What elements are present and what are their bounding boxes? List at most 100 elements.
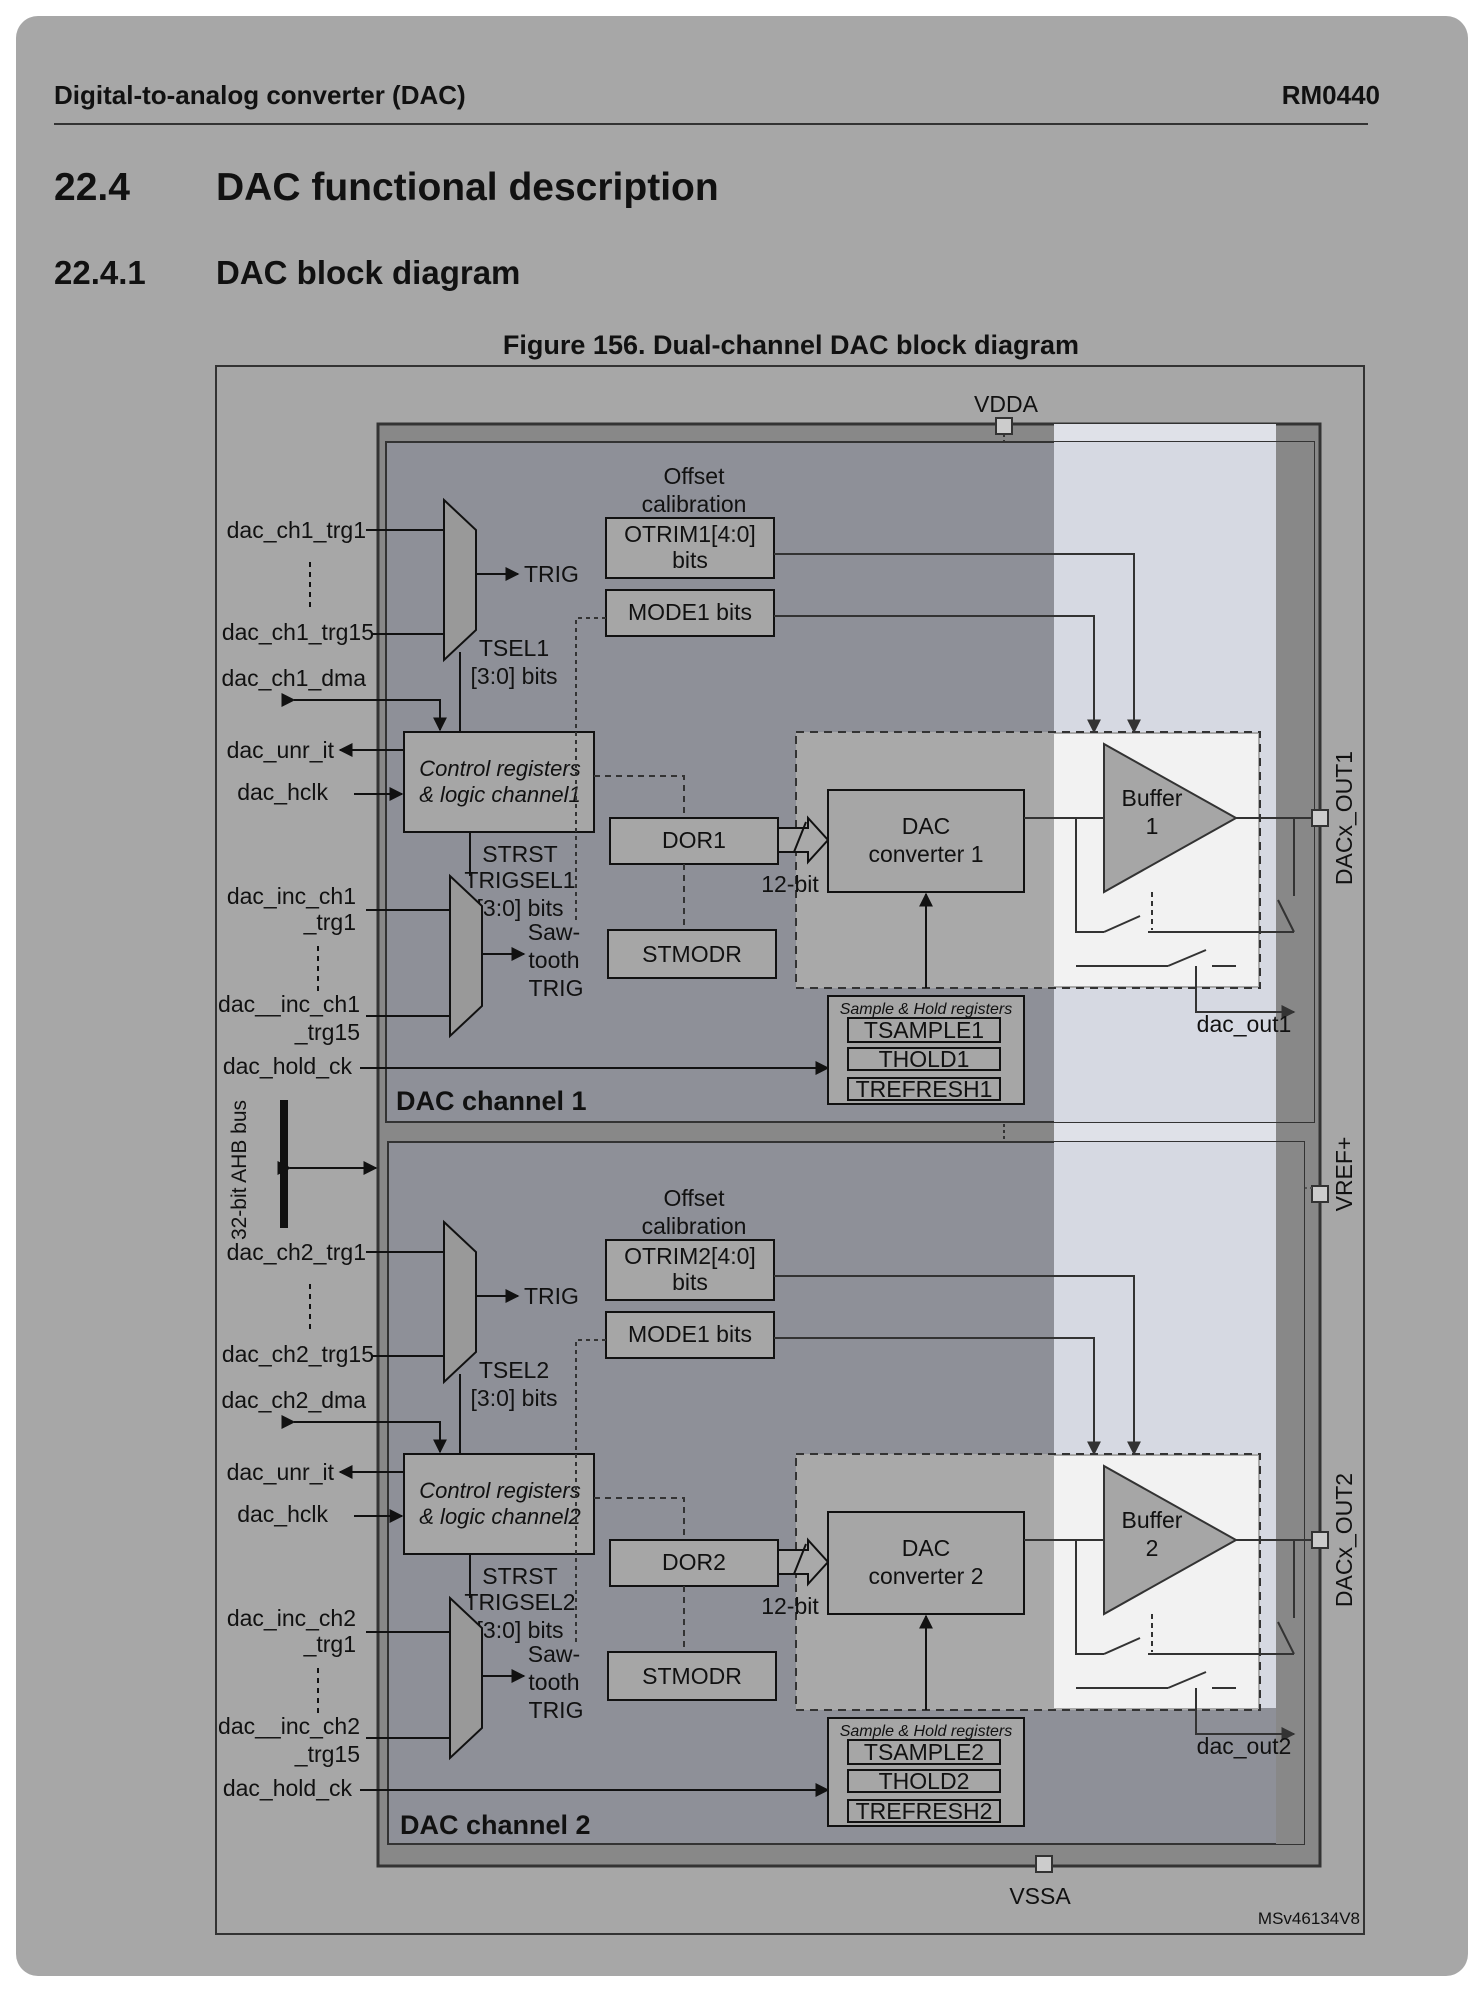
dor-register [609, 817, 779, 865]
inc-last-a: dac__inc_ch2 [218, 1713, 360, 1739]
switch-b [1167, 1671, 1207, 1689]
strst-label-a: STRST [482, 1563, 557, 1589]
inc-first-b: _trg1 [303, 1631, 356, 1657]
tsample-register [847, 1739, 1001, 1765]
stmodr-label: STMODR [642, 941, 742, 967]
offset-label-b: calibration [642, 1213, 747, 1239]
inc-last-a: dac__inc_ch1 [218, 991, 360, 1017]
offset-label-a: Offset [664, 1185, 726, 1211]
sawtooth-mux [449, 873, 483, 1039]
vdda-label: VDDA [974, 391, 1039, 417]
output-pin [1311, 809, 1329, 827]
offset-label-b: calibration [642, 491, 747, 517]
dac-out-label: dac_out2 [1197, 1733, 1292, 1759]
dac-label-b: converter 1 [868, 841, 983, 867]
dac-label-b: converter 2 [868, 1563, 983, 1589]
bus-slash [793, 1543, 807, 1575]
unr-it-label: dac_unr_it [227, 737, 335, 763]
feedback-wire [1075, 1540, 1104, 1655]
control-to-dor [594, 1497, 685, 1540]
tsel-label-b: [3:0] bits [471, 663, 558, 689]
inc-first-a: dac_inc_ch2 [227, 1605, 356, 1631]
sawtooth-mux [449, 1595, 483, 1761]
tsel-label-a: TSEL1 [479, 635, 549, 661]
dac-out-arrow [1195, 1688, 1296, 1741]
dac-converter [827, 789, 1025, 893]
channel-title: DAC channel 2 [400, 1810, 591, 1840]
otrim-register [605, 517, 775, 579]
trg-first-label: dac_ch1_trg1 [227, 517, 366, 543]
offset-label-a: Offset [664, 463, 726, 489]
control-label-b: & logic channel2 [419, 1504, 580, 1529]
unr-it-label: dac_unr_it [227, 1459, 335, 1485]
output-buffer [1103, 1464, 1239, 1616]
mode-to-buffer [774, 1337, 1101, 1456]
section-title: DAC functional description [216, 166, 719, 209]
tsample-label: TSAMPLE2 [864, 1739, 984, 1765]
saw-label-c: TRIG [529, 975, 584, 1001]
tsample-label: TSAMPLE1 [864, 1017, 984, 1043]
out-switch [1277, 1621, 1295, 1655]
stmodr-register [607, 929, 777, 979]
otrim-label-a: OTRIM1[4:0] [624, 521, 756, 547]
ahb-bus-label: 32-bit AHB bus [228, 1100, 251, 1240]
bit12-label: 12-bit [761, 1593, 819, 1619]
control-label-a: Control registers [419, 756, 580, 781]
subsection-number: 22.4.1 [54, 254, 146, 291]
trefresh-label: TREFRESH2 [856, 1798, 993, 1824]
dac-label-a: DAC [902, 1535, 951, 1561]
running-header-section: Digital-to-analog converter (DAC) [54, 80, 466, 110]
otrim-label-a: OTRIM2[4:0] [624, 1243, 756, 1269]
trg-last-label: dac_ch2_trg15 [222, 1341, 374, 1367]
vref-label: VREF+ [1331, 1137, 1357, 1212]
trig-label: TRIG [524, 561, 579, 587]
ahb-bus-bar [280, 1100, 288, 1228]
running-header-doc-id: RM0440 [1281, 80, 1380, 110]
figure-id-code: MSv46134V8 [1258, 1909, 1360, 1928]
mode-dashed [575, 617, 606, 920]
dma-arrow [281, 693, 447, 732]
output-buffer [1103, 742, 1239, 894]
dor-register [609, 1539, 779, 1587]
strst-label-b: TRIGSEL1 [464, 867, 575, 893]
mode-label: MODE1 bits [628, 599, 752, 625]
otrim-label-b: bits [672, 547, 708, 573]
inc-first-b: _trg1 [303, 909, 356, 935]
dac-label-a: DAC [902, 813, 951, 839]
buffer-label-b: 1 [1146, 813, 1159, 839]
bit12-label: 12-bit [761, 871, 819, 897]
vssa-pin [1035, 1855, 1053, 1873]
thold-label: THOLD1 [879, 1046, 970, 1072]
feedback-wire [1075, 818, 1104, 933]
channel-title: DAC channel 1 [396, 1086, 587, 1116]
stmodr-register [607, 1651, 777, 1701]
sh-title: Sample & Hold registers [840, 1001, 1013, 1018]
otrim-register [605, 1239, 775, 1301]
thold-register [847, 1769, 1001, 1793]
dma-label: dac_ch1_dma [222, 665, 367, 691]
output-pin [1311, 1531, 1329, 1549]
mode-to-buffer [774, 615, 1101, 734]
control-registers-block [403, 731, 595, 833]
hold-ck-label: dac_hold_ck [223, 1775, 353, 1801]
saw-label-b: tooth [528, 947, 579, 973]
strst-label-c: [3:0] bits [477, 1617, 564, 1643]
trefresh-label: TREFRESH1 [856, 1076, 993, 1102]
tsel-label-b: [3:0] bits [471, 1385, 558, 1411]
inc-last-b: _trg15 [294, 1019, 360, 1045]
buffer-label-a: Buffer [1122, 785, 1183, 811]
dac-channel-2: DAC channel 2 TRIG dac_ch2_trg1 dac_ch2_… [218, 1141, 1357, 1845]
mode-dashed [575, 1339, 606, 1642]
trg-first-label: dac_ch2_trg1 [227, 1239, 366, 1265]
switch-b [1167, 949, 1207, 967]
dor-label: DOR2 [662, 1549, 726, 1575]
mode-register [605, 1311, 775, 1359]
dor-label: DOR1 [662, 827, 726, 853]
vssa-label: VSSA [1009, 1883, 1071, 1909]
inc-first-a: dac_inc_ch1 [227, 883, 356, 909]
pin-label: DACx_OUT1 [1331, 751, 1357, 885]
control-registers-block [403, 1453, 595, 1555]
vref-pin [1311, 1185, 1329, 1203]
switch-a [1103, 1637, 1141, 1655]
